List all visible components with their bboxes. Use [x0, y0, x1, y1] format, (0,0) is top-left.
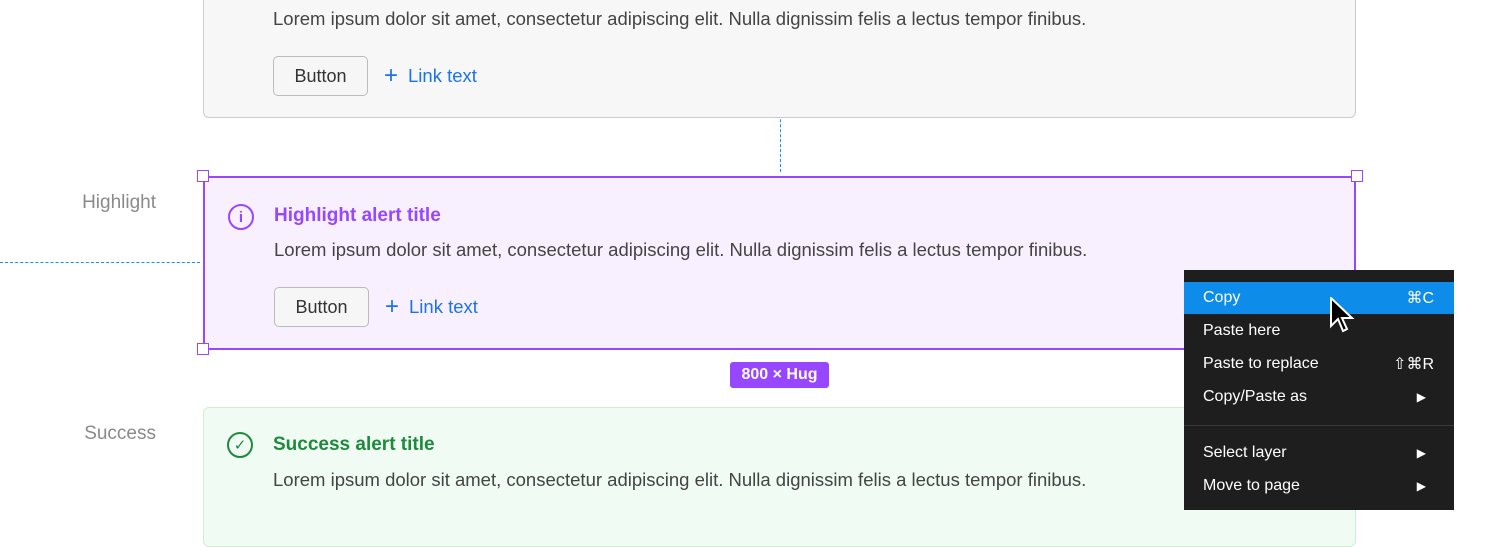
chevron-right-icon: ▶	[1416, 446, 1426, 460]
menu-item-paste-to-replace[interactable]: Paste to replace ⇧⌘R	[1184, 348, 1454, 380]
size-badge: 800 × Hug	[730, 362, 829, 388]
label-success: Success	[84, 423, 156, 444]
menu-label: Select layer	[1203, 444, 1287, 461]
menu-label: Move to page	[1203, 477, 1300, 494]
menu-label: Paste here	[1203, 322, 1281, 339]
menu-label: Paste to replace	[1203, 355, 1319, 372]
chevron-right-icon: ▶	[1416, 479, 1426, 493]
menu-item-select-layer[interactable]: Select layer ▶	[1184, 437, 1454, 469]
alert-button[interactable]: Button	[273, 56, 368, 96]
link-label: Link text	[408, 65, 477, 86]
alert-body: Lorem ipsum dolor sit amet, consectetur …	[273, 8, 1087, 29]
menu-label: Copy/Paste as	[1203, 388, 1308, 405]
highlight-alert[interactable]: i Highlight alert title Lorem ipsum dolo…	[203, 176, 1356, 350]
menu-label: Copy	[1203, 289, 1241, 306]
menu-item-copy-paste-as[interactable]: Copy/Paste as ▶	[1184, 381, 1454, 413]
alert-link[interactable]: + Link text	[385, 295, 478, 319]
context-menu: Copy ⌘C Paste here Paste to replace ⇧⌘R Co…	[1184, 270, 1454, 510]
info-icon: i	[228, 204, 254, 230]
alert-title: Success alert title	[273, 434, 435, 455]
label-highlight: Highlight	[82, 192, 156, 213]
alert-link[interactable]: + Link text	[384, 64, 477, 88]
neutral-alert: Lorem ipsum dolor sit amet, consectetur …	[203, 0, 1356, 118]
check-circle-icon: ✓	[227, 432, 253, 458]
menu-item-copy[interactable]: Copy ⌘C	[1184, 282, 1454, 314]
menu-shortcut: ⇧⌘R	[1393, 356, 1434, 373]
plus-icon: +	[384, 62, 399, 89]
alert-title: Highlight alert title	[274, 205, 441, 226]
menu-divider	[1184, 425, 1454, 426]
alert-body: Lorem ipsum dolor sit amet, consectetur …	[274, 239, 1088, 260]
alert-button[interactable]: Button	[274, 287, 369, 327]
chevron-right-icon: ▶	[1416, 390, 1426, 404]
alert-body: Lorem ipsum dolor sit amet, consectetur …	[273, 469, 1087, 490]
resize-handle[interactable]	[1351, 170, 1363, 182]
resize-handle[interactable]	[197, 343, 209, 355]
menu-item-paste-here[interactable]: Paste here	[1184, 315, 1454, 347]
link-label: Link text	[409, 296, 478, 317]
menu-item-move-to-page[interactable]: Move to page ▶	[1184, 470, 1454, 502]
cursor-icon	[1330, 297, 1355, 333]
menu-shortcut: ⌘C	[1406, 290, 1434, 307]
plus-icon: +	[385, 293, 400, 320]
resize-handle[interactable]	[197, 170, 209, 182]
guide-horizontal	[0, 262, 200, 263]
